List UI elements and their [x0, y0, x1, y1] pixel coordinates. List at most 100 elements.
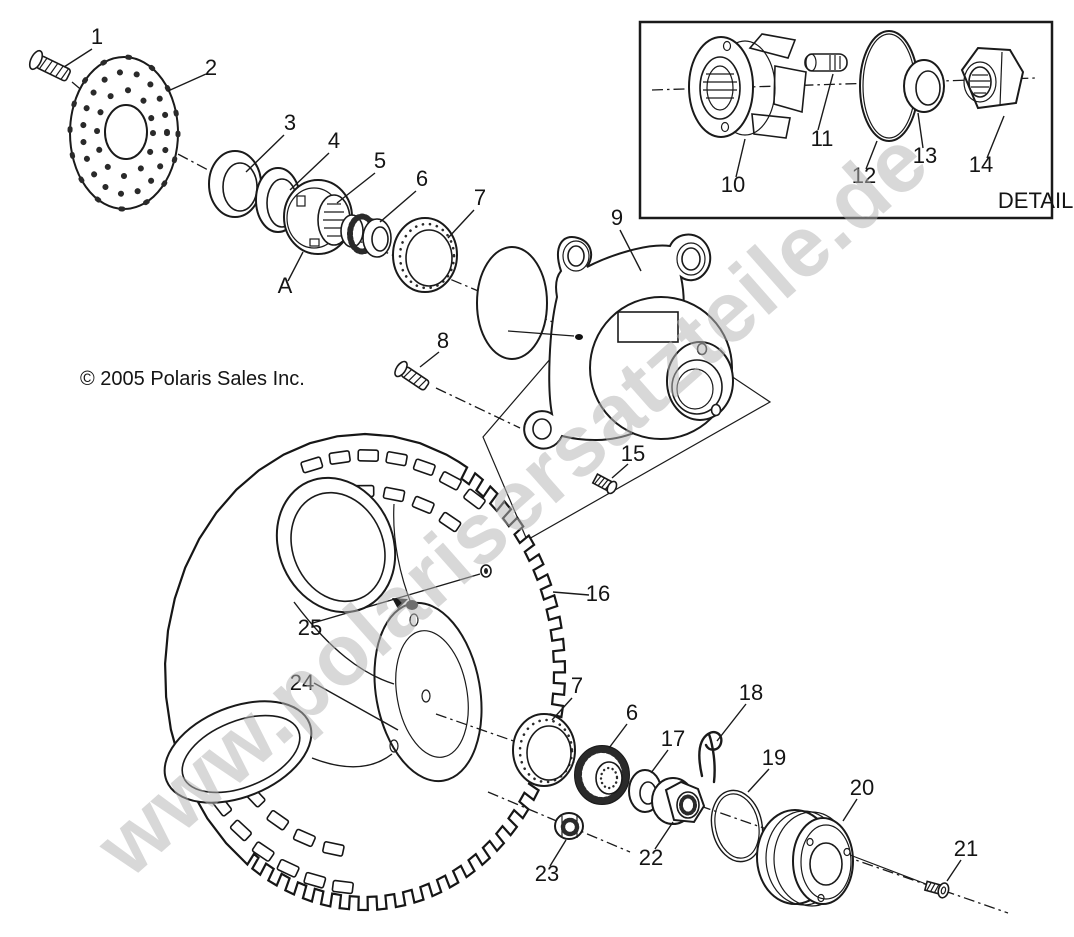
- leader-12: [865, 140, 878, 170]
- part-spindle-9: [476, 233, 734, 450]
- leader-17: [650, 749, 669, 774]
- leader-8: [419, 351, 440, 368]
- grease-fitting: [575, 334, 583, 340]
- leader-1: [63, 48, 93, 68]
- callout-23: 23: [535, 861, 559, 886]
- callout-labels: 1 2 3 4 5 6 7 A 8 9 15 16 25 24 7 6 17 1…: [91, 24, 993, 886]
- tire-tread-block: [385, 451, 408, 467]
- leader-lines: [63, 48, 1005, 882]
- tire-tread-block: [303, 871, 327, 889]
- leader-20: [842, 798, 858, 822]
- part-screw-15: [591, 473, 618, 495]
- callout-21: 21: [954, 836, 978, 861]
- tire-tread-block: [382, 486, 406, 503]
- leader-18: [716, 703, 747, 742]
- part-washer-13: [903, 59, 945, 113]
- leader-24: [313, 682, 399, 731]
- part-hub-cap-20: [756, 809, 854, 907]
- tire-tread-block: [331, 879, 354, 895]
- callout-13: 13: [913, 143, 937, 168]
- callout-6b: 6: [626, 700, 638, 725]
- callout-5: 5: [374, 148, 386, 173]
- centerline-valve: [487, 791, 631, 853]
- tire-outline: [163, 432, 567, 912]
- callout-16: 16: [586, 581, 610, 606]
- callout-9: 9: [611, 205, 623, 230]
- tire-tread-block: [276, 858, 300, 878]
- callout-7a: 7: [474, 185, 486, 210]
- callout-7b: 7: [571, 673, 583, 698]
- callout-8: 8: [437, 328, 449, 353]
- callout-6a: 6: [416, 166, 428, 191]
- callout-25: 25: [298, 615, 322, 640]
- tire-tread-block: [412, 458, 436, 476]
- leader-9: [619, 229, 642, 272]
- part-hub-5A: [283, 179, 353, 255]
- centerline-bolt8: [435, 387, 521, 429]
- part-nut-22: [651, 777, 706, 825]
- part-bearing-6: [340, 213, 392, 258]
- leader-14: [986, 115, 1005, 159]
- leader-23: [549, 839, 567, 867]
- leader-6b: [608, 723, 628, 749]
- leader-15: [611, 463, 629, 479]
- callout-1: 1: [91, 24, 103, 49]
- leader-6: [379, 190, 417, 223]
- leader-10: [735, 138, 746, 178]
- tire-tread-block: [322, 841, 345, 857]
- part-bearing-cup-7b: [512, 713, 576, 787]
- part-valve-stem-25: [406, 564, 492, 610]
- leader-25-arrow: [392, 598, 408, 609]
- part-bearing-cup-7: [392, 217, 458, 293]
- detail-a-label: DETAIL A: [998, 188, 1074, 213]
- leader-11: [817, 73, 834, 131]
- callout-3: 3: [284, 110, 296, 135]
- part-bolt-1: [28, 49, 71, 82]
- part-cotter-pin-18: [698, 730, 723, 784]
- centerline-upper: [71, 81, 673, 373]
- leader-16: [552, 591, 590, 596]
- part-rim-24: [163, 476, 483, 804]
- part-oring-19: [710, 789, 764, 863]
- leader-7: [447, 209, 475, 239]
- tire-tread-block: [463, 488, 486, 510]
- callout-17: 17: [661, 726, 685, 751]
- part-pin-11: [804, 53, 848, 72]
- tire-tread-block: [292, 828, 316, 848]
- leader-7b: [551, 697, 573, 721]
- part-bolt-8: [394, 360, 430, 391]
- tire-tread-block: [266, 809, 290, 831]
- leader-13: [917, 112, 924, 149]
- leader-21: [946, 859, 962, 882]
- part-tire-16: [163, 432, 567, 912]
- tire-tread-block: [251, 841, 275, 862]
- part-race-3: [208, 150, 262, 218]
- leader-2: [167, 73, 207, 92]
- callout-A: A: [278, 273, 293, 298]
- callout-4: 4: [328, 128, 340, 153]
- detail-a-inset: DETAIL A: [638, 20, 1074, 220]
- callout-15: 15: [621, 441, 645, 466]
- tire-tread-block: [438, 471, 462, 491]
- part-nut-14: [960, 46, 1025, 110]
- leader-3: [245, 134, 285, 173]
- callout-19: 19: [762, 745, 786, 770]
- tire-tread-block: [229, 819, 252, 842]
- part-hub-10: [688, 33, 807, 139]
- part-brake-disc-2: [67, 54, 181, 212]
- leader-A: [287, 251, 304, 282]
- callout-12: 12: [852, 163, 876, 188]
- callout-11: 11: [811, 126, 834, 151]
- callout-2: 2: [205, 55, 217, 80]
- callout-22: 22: [639, 845, 663, 870]
- leader-19: [747, 768, 770, 793]
- copyright-text: © 2005 Polaris Sales Inc.: [80, 368, 305, 390]
- part-bearing-6b: [574, 745, 630, 805]
- callout-18: 18: [739, 680, 763, 705]
- cap-screw-line: [849, 854, 927, 885]
- leader-4: [289, 152, 330, 191]
- part-screw-21: [923, 880, 950, 899]
- tire-tread-block: [438, 511, 462, 533]
- callout-14: 14: [969, 152, 993, 177]
- callout-20: 20: [850, 775, 874, 800]
